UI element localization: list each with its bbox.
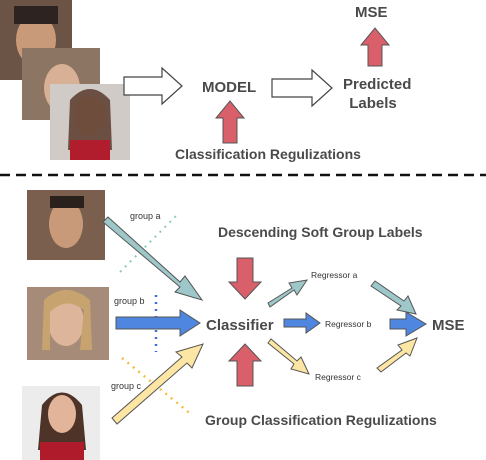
arrow-regressor-c-to-mse — [376, 337, 418, 373]
descending-soft-group-labels: Descending Soft Group Labels — [218, 224, 423, 240]
arrow-group-c-yellow — [111, 343, 204, 425]
face-group-a — [27, 190, 105, 260]
classification-regulizations-label: Classification Regulizations — [175, 146, 361, 162]
dotted-line-yellow — [121, 357, 193, 416]
arrow-regressor-b-to-mse — [389, 311, 427, 337]
white-arrow-to-predicted — [271, 68, 333, 108]
predicted-labels-line2: Labels — [349, 95, 397, 112]
arrow-group-a-teal — [102, 216, 204, 301]
arrow-to-regressor-a — [267, 279, 309, 308]
face-woman-front-hair — [68, 89, 112, 150]
face-group-b — [27, 287, 109, 360]
face-man-hair — [14, 6, 58, 24]
face-group-c-dress — [40, 442, 84, 460]
group-c-label: group c — [111, 381, 142, 391]
face-group-b-hair — [42, 290, 92, 350]
regressor-b-label: Regressor b — [325, 319, 372, 329]
classifier-label: Classifier — [206, 317, 274, 334]
face-group-a-hair — [50, 196, 84, 208]
arrow-group-b-blue — [115, 309, 201, 337]
top-face-stack — [0, 0, 130, 160]
face-woman-front-dress — [70, 140, 110, 160]
mse-bottom-label: MSE — [432, 317, 465, 334]
group-b-label: group b — [114, 296, 145, 306]
white-arrow-to-model — [123, 66, 183, 106]
face-group-c — [22, 386, 100, 460]
face-group-b-head — [48, 298, 84, 346]
arrow-to-regressor-c — [267, 338, 310, 375]
predicted-labels-line1: Predicted — [343, 76, 412, 93]
arrow-regressor-a-to-mse — [370, 280, 417, 315]
face-group-c-head — [48, 395, 76, 433]
mse-top-label: MSE — [355, 4, 388, 21]
face-group-a-head — [49, 200, 83, 248]
red-arrow-group-reg — [227, 343, 263, 387]
group-classification-regulizations-label: Group Classification Regulizations — [205, 412, 437, 428]
regressor-a-label: Regressor a — [311, 270, 358, 280]
group-a-label: group a — [130, 211, 161, 221]
red-arrow-to-mse-top — [359, 27, 391, 67]
model-label: MODEL — [202, 79, 257, 96]
regressor-c-label: Regressor c — [315, 372, 361, 382]
red-arrow-descending — [227, 257, 263, 300]
red-arrow-to-model — [214, 100, 246, 144]
arrow-to-regressor-b — [283, 312, 321, 334]
